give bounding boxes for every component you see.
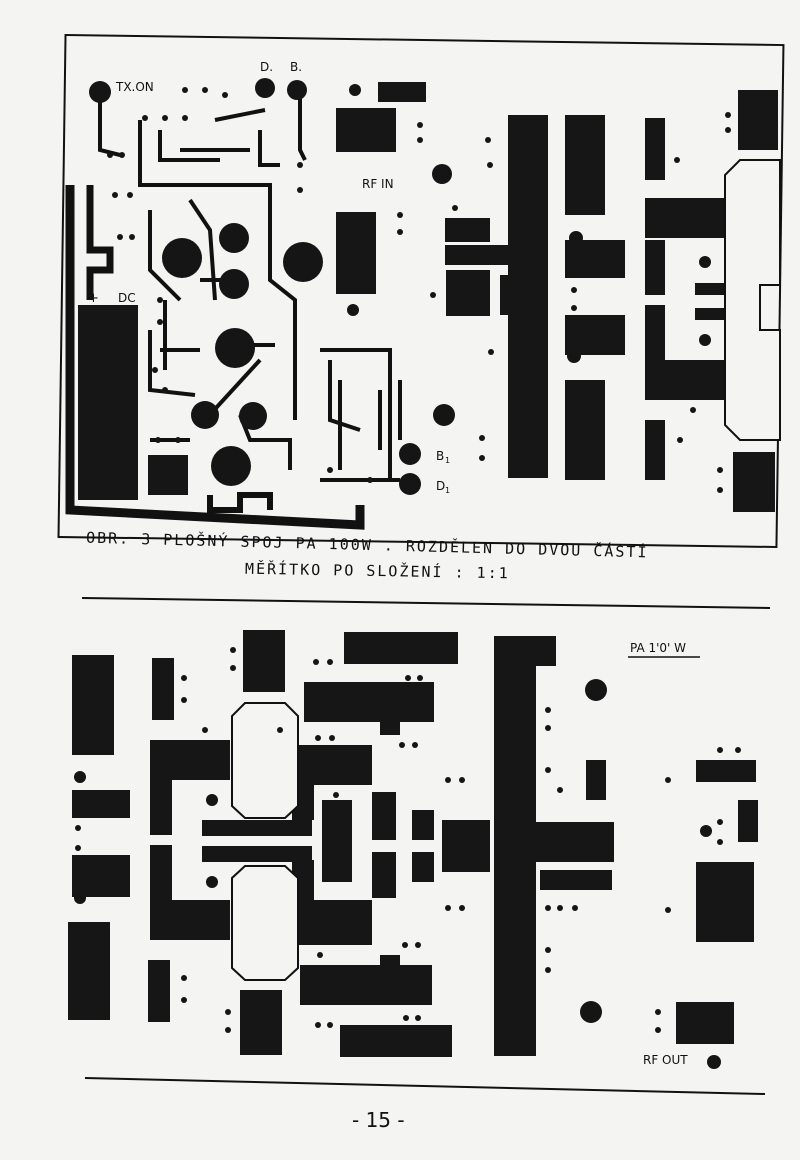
page-number: - 15 - [352,1108,405,1132]
b1-subscript: 1 [445,456,450,465]
separator-bottom [84,1077,766,1095]
rf-out-label: RF OUT [643,1053,688,1067]
pcb-board-1: TX.ON D. B. RF IN + DC B 1 D 1 [57,34,785,549]
pcb-board-2: PA 1'0' W RF OUT [68,630,758,1069]
dc-label: DC [118,291,136,305]
d1-subscript: 1 [445,486,450,495]
rf-in-label: RF IN [362,177,394,191]
d1-label: D [436,479,445,493]
b-label: B. [290,60,302,74]
separator-top [81,597,771,609]
board-title-label: PA 1'0' W [630,641,686,655]
tx-on-label: TX.ON [115,80,154,94]
plus-label: + [88,291,99,306]
b1-label: B [436,449,444,463]
d-label: D. [260,60,273,74]
